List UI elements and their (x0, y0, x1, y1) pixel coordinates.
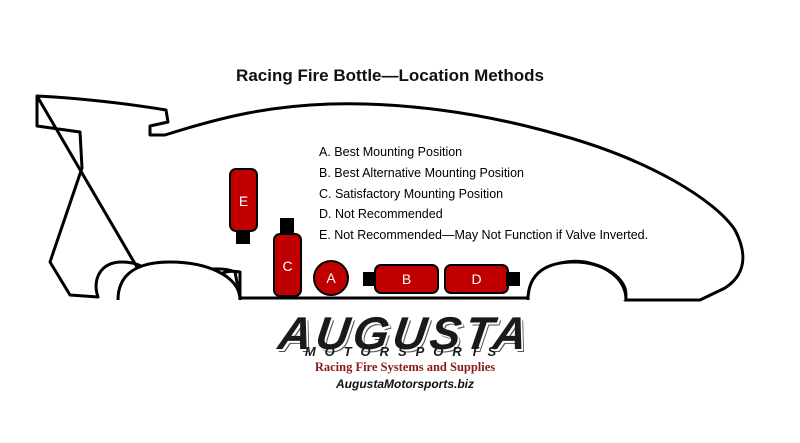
bottle-a-label: A (326, 270, 336, 286)
bottle-e (229, 168, 258, 232)
legend-item-e: E. Not Recommended—May Not Function if V… (319, 228, 649, 243)
legend-item-d: D. Not Recommended (319, 207, 443, 222)
rear-wheel-arch (116, 260, 242, 301)
bottle-c-label: C (282, 258, 292, 274)
diagram-title: Racing Fire Bottle—Location Methods (236, 66, 544, 85)
legend-item-b: B. Best Alternative Mounting Position (319, 165, 524, 180)
bottle-c (273, 233, 302, 297)
bottle-e-label: E (239, 193, 248, 209)
bottle-b-valve (363, 272, 377, 286)
bottle-c-valve (280, 218, 294, 235)
legend-item-c: C. Satisfactory Mounting Position (319, 186, 504, 201)
front-wheel-arch (526, 260, 628, 301)
bottle-b-label: B (402, 271, 411, 287)
brand-tagline: Racing Fire Systems and Supplies (314, 360, 496, 374)
bottle-d-label: D (471, 271, 481, 287)
bottle-e-valve (236, 230, 250, 244)
bottle-d-valve (506, 272, 520, 286)
bottle-b (374, 264, 439, 294)
bottle-a (313, 260, 349, 296)
brand-subtitle: MOTORSPORTS (304, 344, 506, 359)
legend: A. Best Mounting Position B. Best Altern… (319, 142, 648, 246)
legend-item-a: A. Best Mounting Position (319, 145, 463, 159)
brand-website: AugustaMotorsports.biz (336, 377, 474, 391)
